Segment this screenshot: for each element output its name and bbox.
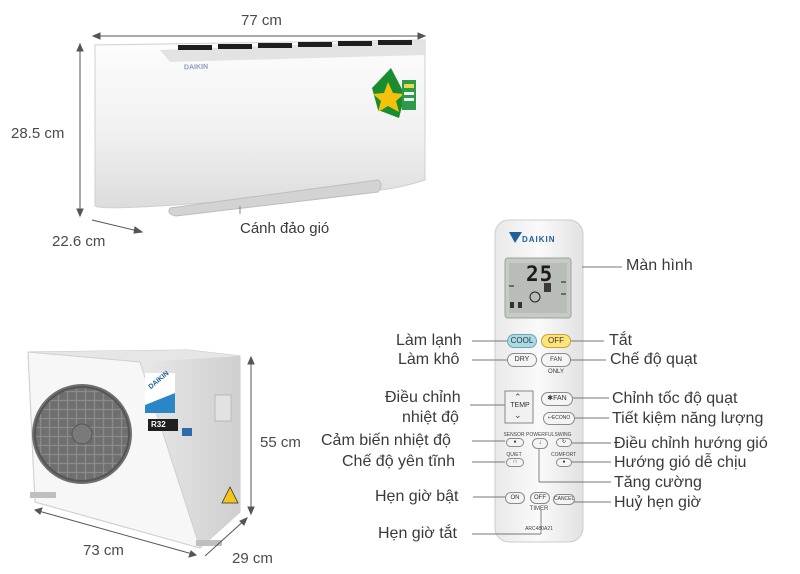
cancel-callout-label: Huỷ hẹn giờ <box>614 494 701 511</box>
cool-label: Làm lạnh <box>396 332 462 349</box>
off-label: Tắt <box>609 332 633 349</box>
indoor-height-label: 28.5 cm <box>11 125 65 142</box>
outdoor-width-label: 73 cm <box>83 542 124 559</box>
powerful-button[interactable]: ↓ <box>532 438 548 449</box>
louver-label: Cánh đảo gió <box>240 220 330 237</box>
indoor-width-label: 77 cm <box>241 12 282 29</box>
comfort-label: COMFORT <box>551 452 577 458</box>
swing-button[interactable]: ↻ <box>556 438 572 447</box>
off-button[interactable]: OFF <box>541 334 571 348</box>
fan-icon: ✱ <box>547 395 554 402</box>
fan-button-label: FAN <box>553 395 567 402</box>
econo-button[interactable]: ↩ECONO <box>543 412 575 425</box>
remote-model: ARC480A21 <box>525 526 553 532</box>
outdoor-model-badge: R32 <box>151 420 166 429</box>
indoor-depth-label: 22.6 cm <box>52 233 106 250</box>
quiet-callout-label: Chế độ yên tĩnh <box>342 453 455 470</box>
indoor-height-line <box>76 42 84 218</box>
indoor-depth-line <box>91 219 144 234</box>
econo-icon: ↩ <box>547 415 552 421</box>
comfort-callout-label: Hướng gió dễ chịu <box>614 454 747 471</box>
outdoor-unit <box>27 349 241 549</box>
remote-brand-logo: DAIKIN <box>522 235 556 244</box>
timer-on-callout-label: Hẹn giờ bật <box>375 488 459 505</box>
fan-only-button[interactable]: FAN ONLY <box>541 353 571 375</box>
temp-down-icon[interactable]: ⌄ <box>514 410 522 420</box>
sensor-label: SENSOR <box>503 432 525 438</box>
temp-button[interactable]: TEMP <box>510 402 530 409</box>
indoor-width-line <box>91 32 427 40</box>
remote-display-temp: 25 <box>526 262 554 286</box>
outdoor-height-line <box>247 355 255 516</box>
outdoor-depth-label: 29 cm <box>232 550 273 567</box>
leader-lines <box>239 206 622 535</box>
powerful-callout-label: Tăng cường <box>614 474 702 491</box>
dry-button[interactable]: DRY <box>507 353 537 367</box>
indoor-unit <box>94 39 426 217</box>
econo-button-label: ECONO <box>551 415 571 421</box>
cancel-button[interactable]: CANCEL <box>553 494 575 505</box>
temp-adjust-label-line1: Điều chỉnh <box>385 389 461 406</box>
dry-label: Làm khô <box>398 351 460 368</box>
outdoor-width-line <box>33 507 198 558</box>
outdoor-depth-line <box>204 517 248 557</box>
sensor-button[interactable]: ● <box>506 438 524 447</box>
econo-label: Tiết kiệm năng lượng <box>612 410 764 427</box>
sensor-callout-label: Cảm biến nhiệt độ <box>321 432 451 449</box>
timer-off-callout-label: Hẹn giờ tắt <box>378 525 457 542</box>
temp-up-icon[interactable]: ⌃ <box>514 392 522 402</box>
powerful-label: POWERFUL <box>526 432 555 438</box>
quiet-label: QUIET <box>506 452 522 458</box>
indoor-brand-logo: DAIKIN <box>183 63 209 72</box>
fan-speed-label: Chỉnh tốc độ quạt <box>612 390 738 407</box>
timer-label: TIMER <box>529 506 549 512</box>
screen-label: Màn hình <box>626 257 693 274</box>
comfort-button[interactable]: ● <box>556 458 572 467</box>
temp-adjust-label-line2: nhiệt độ <box>402 409 459 426</box>
outdoor-height-label: 55 cm <box>260 434 301 451</box>
swing-label: SWING <box>554 432 572 438</box>
swing-callout-label: Điều chỉnh hướng gió <box>614 435 768 452</box>
quiet-button[interactable]: □ <box>506 458 524 467</box>
cool-button[interactable]: COOL <box>507 334 537 348</box>
timer-on-button[interactable]: ON <box>505 492 525 504</box>
fan-only-label: Chế độ quạt <box>610 351 698 368</box>
timer-off-button[interactable]: OFF <box>530 492 550 504</box>
fan-button[interactable]: ✱FAN <box>541 392 573 406</box>
